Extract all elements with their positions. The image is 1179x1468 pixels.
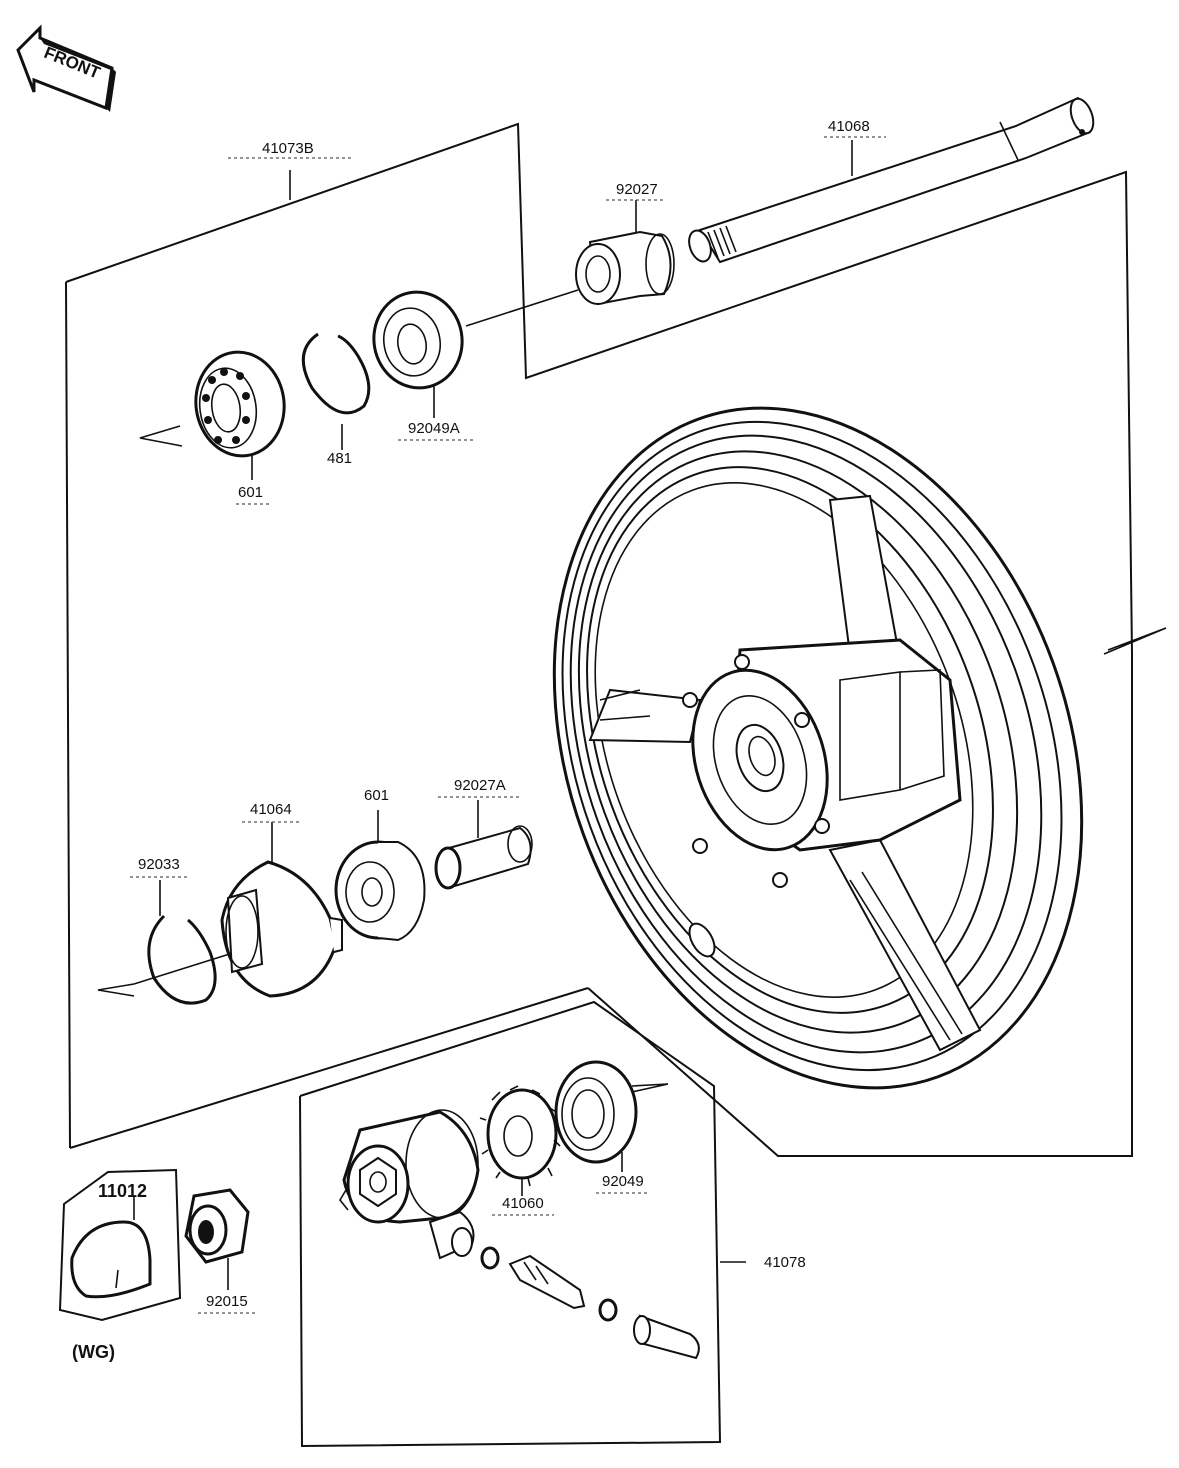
left-arrow-bottom [97,983,135,997]
label-92049: 92049 [602,1173,644,1190]
coupling-41064 [220,822,343,998]
axle-centerline [465,289,579,327]
label-41068: 41068 [828,118,870,135]
label-wg: (WG) [72,1342,115,1362]
hub-centerline [133,951,237,985]
label-41078: 41078 [764,1254,806,1271]
axle-41068 [688,96,1095,264]
seal-92049 [554,1060,638,1172]
label-92033: 92033 [138,856,180,873]
part-labels: 41073B 41068 92027 92049A 481 601 41064 … [72,118,886,1362]
label-41073B: 41073B [262,140,314,157]
circlip-92033 [147,880,217,1005]
label-41060: 41060 [502,1195,544,1212]
wheel-hub [682,638,962,888]
label-11012: 11012 [98,1181,147,1201]
collar-92027 [575,200,675,306]
left-arrow-top [139,425,183,447]
circlip-481 [301,332,371,450]
right-arrow-gear [631,1083,669,1093]
bearing-601-top [194,350,286,480]
label-92027: 92027 [616,181,658,198]
label-481: 481 [327,450,352,467]
collar-92027A [434,800,533,890]
gear-41060 [479,1085,561,1196]
wheel-spokes [588,494,982,1052]
cap-11012 [58,1168,182,1322]
label-41064: 41064 [250,801,292,818]
nut-92015 [184,1188,250,1290]
hub-assembly-frame [65,122,1133,1157]
label-92015: 92015 [206,1293,248,1310]
bearing-601-mid [334,810,426,942]
gear-small-parts [480,1246,700,1360]
seal-92049A [372,290,464,418]
label-92049A: 92049A [408,420,460,437]
label-601-mid: 601 [364,787,389,804]
gear-housing-frame [299,1000,746,1448]
label-601-top: 601 [238,484,263,501]
gear-housing-41078 [339,1109,480,1260]
front-arrow-icon: FRONT [16,24,116,112]
label-92027A: 92027A [454,777,506,794]
